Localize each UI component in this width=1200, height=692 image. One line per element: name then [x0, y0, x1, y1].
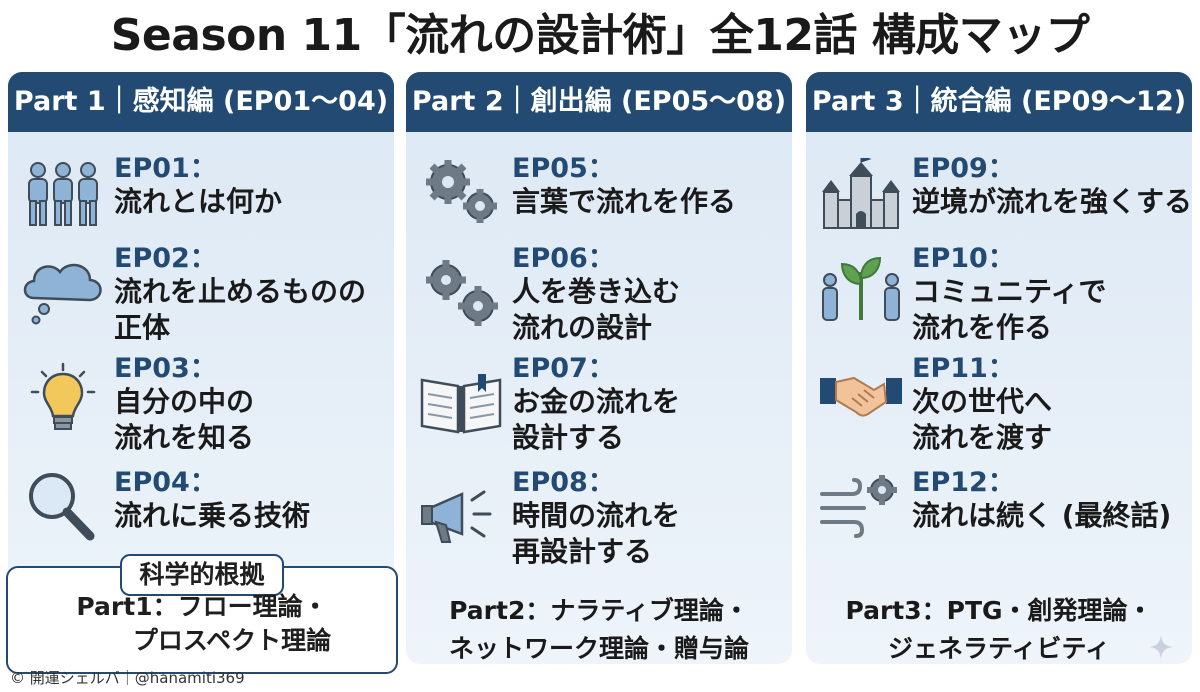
part-2-panel: Part 2｜創出編 (EP05～08) EP05： 言葉で流れを作る: [406, 72, 792, 664]
episode-code: EP04：: [114, 467, 217, 498]
episode-title: 自分の中の 流れを知る: [114, 385, 255, 454]
episode-code: EP02：: [114, 243, 217, 274]
episode-title: 次の世代へ 流れを渡す: [912, 385, 1053, 454]
episode-title: コミュニティで 流れを作る: [912, 275, 1107, 344]
episode-title: 時間の流れを 再設計する: [512, 499, 681, 568]
episode-title: 流れとは何か: [114, 185, 283, 218]
episode-code: EP03：: [114, 353, 217, 384]
episode-title: 流れに乗る技術: [114, 499, 311, 532]
episode-title: 流れを止めるものの 正体: [114, 275, 367, 344]
gears-icon: [418, 154, 504, 230]
castle-icon: [818, 158, 904, 234]
page-title: Season 11「流れの設計術」全12話 構成マップ: [110, 10, 1090, 61]
episode-code: EP11：: [912, 353, 1015, 384]
episode-code: EP12：: [912, 467, 1015, 498]
episode-title: お金の流れを 設計する: [512, 385, 681, 454]
episode-title: 逆境が流れを強くする: [912, 185, 1192, 218]
episode-code: EP01：: [114, 153, 217, 184]
part-1-header: Part 1｜感知編 (EP01～04): [8, 72, 394, 132]
wind-gear-icon: [818, 472, 904, 548]
sparkle-icon: [1149, 635, 1173, 659]
footer-credit: © 開運シェルパ｜@hanamiti369: [10, 669, 245, 687]
episode-code: EP08：: [512, 467, 615, 498]
scientific-basis-heading: 科学的根拠: [120, 554, 284, 596]
episode-title: 人を巻き込む 流れの設計: [512, 275, 681, 344]
thought-cloud-icon: [20, 254, 106, 330]
episode-code: EP09：: [912, 153, 1015, 184]
episode-code: EP05：: [512, 153, 615, 184]
lightbulb-icon: [20, 362, 106, 438]
part-2-basis: Part2：ナラティブ理論・ ネットワーク理論・贈与論: [448, 596, 749, 663]
part-1-basis: Part1：フロー理論・ プロスペクト理論: [76, 592, 332, 655]
gears-icon: [418, 254, 504, 330]
part-3-basis: Part3：PTG・創発理論・ ジェネラティビティ: [845, 596, 1153, 663]
handshake-icon: [818, 358, 904, 434]
part-2-header: Part 2｜創出編 (EP05～08): [406, 72, 792, 132]
episode-code: EP06：: [512, 243, 615, 274]
part-3-panel: Part 3｜統合編 (EP09～12) EP09： 逆境が流れを強くする: [806, 72, 1192, 664]
episode-code: EP10：: [912, 243, 1015, 274]
book-icon: [418, 366, 504, 442]
episode-title: 流れは続く (最終話): [912, 499, 1172, 532]
people-icon: [20, 156, 106, 232]
episode-title: 言葉で流れを作る: [512, 185, 737, 218]
scientific-basis-box: 科学的根拠 Part1：フロー理論・ プロスペクト理論: [6, 554, 398, 674]
magnifier-icon: [20, 468, 106, 544]
megaphone-icon: [418, 478, 504, 554]
part-3-header: Part 3｜統合編 (EP09～12): [806, 72, 1192, 132]
episode-code: EP07：: [512, 353, 615, 384]
sprout-icon: [818, 250, 904, 326]
